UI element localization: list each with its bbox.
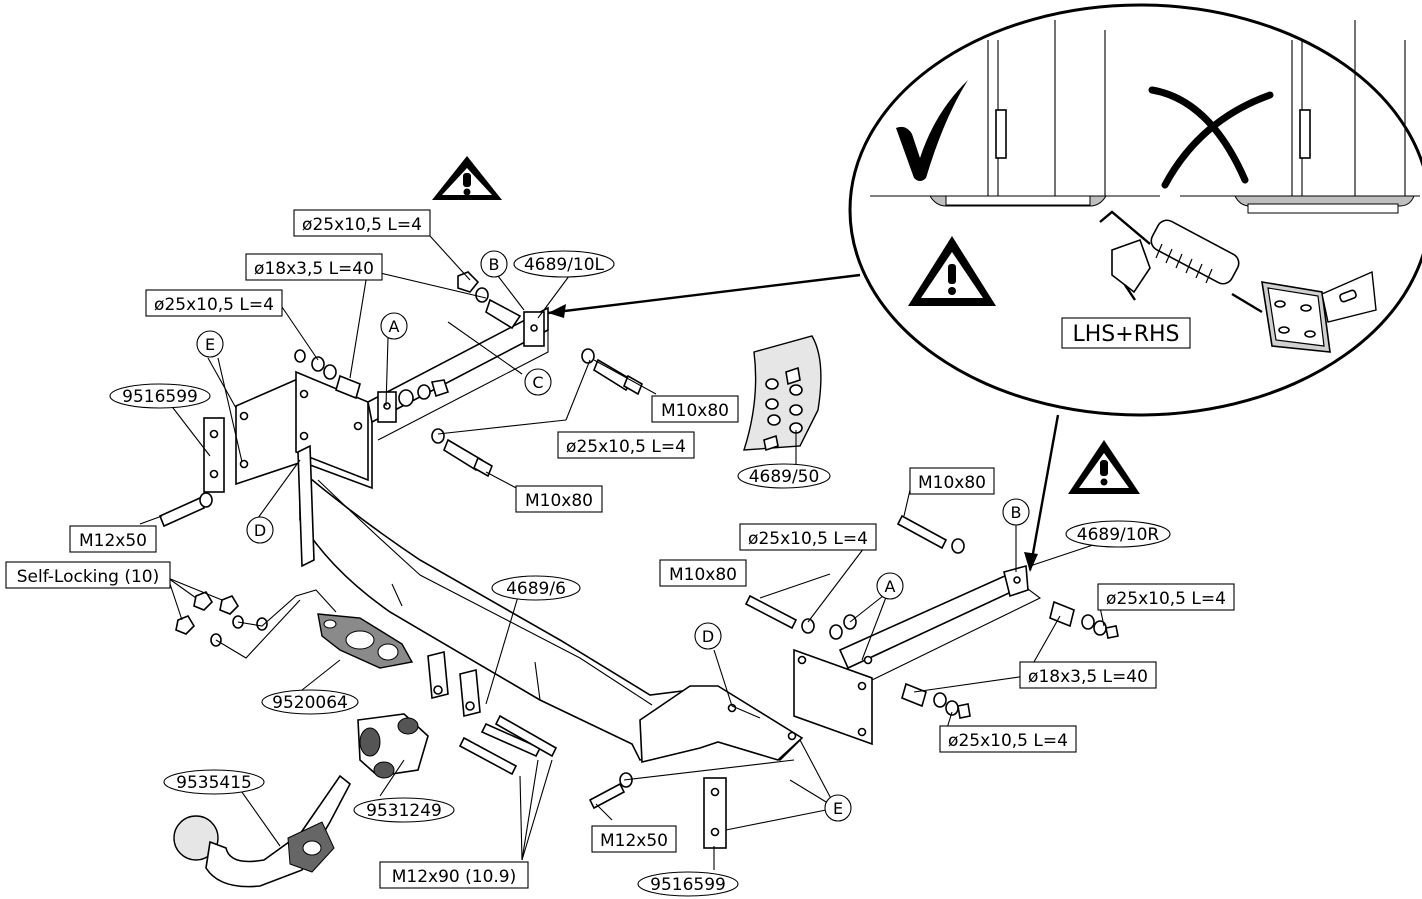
left-bracket (203, 306, 549, 568)
left-hardware (158, 271, 644, 647)
lhs-rhs-box (1061, 317, 1191, 349)
callout-letter: A (885, 577, 896, 596)
arrow-to-left-bracket (547, 273, 861, 315)
right-bracket (703, 564, 1042, 849)
arrow-to-right-bracket (1028, 414, 1060, 571)
part-number-label: 4689/50 (749, 467, 820, 487)
warning-icon (432, 156, 502, 200)
door-correct (870, 20, 1160, 207)
detail-inset: LHS+RHS (848, 3, 1422, 417)
part-number-label: 9516599 (650, 875, 726, 895)
bolt-label: M10x80 (669, 565, 737, 585)
part-number-label: 4689/10L (524, 255, 605, 275)
bolt-label: M12x50 (79, 531, 147, 551)
bolt-label: M10x80 (918, 473, 986, 493)
part-number-label: 9520064 (272, 693, 348, 713)
washer-label: ø25x10,5 L=4 (302, 215, 422, 235)
washer-label: ø25x10,5 L=4 (1106, 589, 1226, 609)
self-locking-label: Self-Locking (10) (17, 567, 160, 587)
crossbar-mounts (427, 650, 481, 718)
right-hardware (458, 514, 1119, 810)
washer-label: ø25x10,5 L=4 (748, 529, 868, 549)
callout-letter: B (1011, 503, 1022, 522)
sealant-gun-icon (1099, 210, 1377, 353)
socket-plate (317, 613, 414, 669)
checkmark-icon (896, 80, 968, 181)
labels: ø25x10,5 L=4 ø18x3,5 L=40 ø25x10,5 L=4 M… (5, 209, 1235, 897)
bolt-label: M12x50 (600, 831, 668, 851)
spacer-label: ø18x3,5 L=40 (254, 259, 374, 279)
door-incorrect (1180, 20, 1420, 214)
lock (357, 713, 429, 779)
washer-label: ø25x10,5 L=4 (154, 295, 274, 315)
cross-icon (1148, 86, 1274, 189)
bolt-kit-illustration (743, 335, 822, 452)
bolt-label: M10x80 (661, 401, 729, 421)
part-number-label: 9535415 (176, 773, 252, 793)
bolt-label: M10x80 (525, 491, 593, 511)
towball (173, 774, 352, 888)
warning-icon (908, 236, 996, 306)
crossbar (299, 468, 804, 764)
spacer-label: ø18x3,5 L=40 (1028, 667, 1148, 687)
callout-letter: E (205, 335, 215, 354)
callout-letter: E (833, 799, 843, 818)
warning-icon (1068, 440, 1140, 494)
callout-letter: A (389, 317, 400, 336)
part-number-label: 4689/6 (506, 579, 566, 599)
callout-letter: D (254, 521, 266, 540)
part-number-label: 9516599 (122, 387, 198, 407)
washer-label: ø25x10,5 L=4 (948, 731, 1068, 751)
lhs-rhs-label: LHS+RHS (1073, 322, 1180, 347)
callout-letter: D (702, 627, 714, 646)
part-number-label: 9531249 (366, 801, 442, 821)
leader-lines (139, 235, 1121, 870)
callout-letter: C (532, 373, 543, 392)
washer-label: ø25x10,5 L=4 (566, 437, 686, 457)
bolt-label: M12x90 (10.9) (392, 867, 517, 887)
part-number-label: 4689/10R (1077, 525, 1160, 545)
callout-letter: B (489, 255, 500, 274)
